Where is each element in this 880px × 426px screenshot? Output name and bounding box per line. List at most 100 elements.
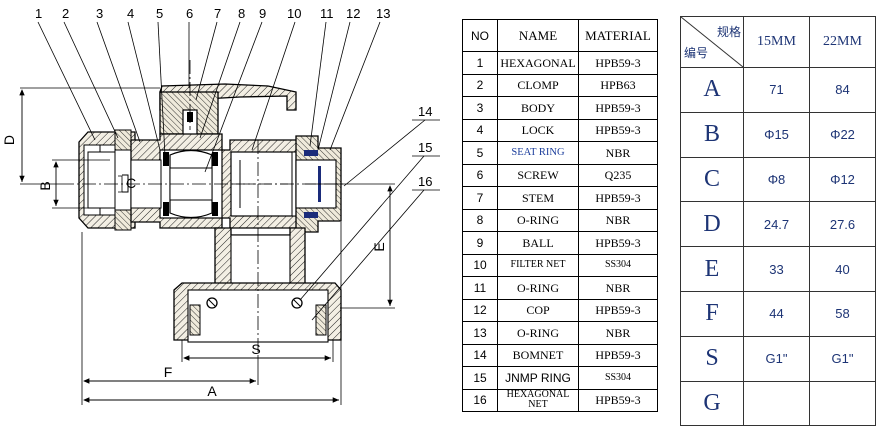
o-ring-cap [304,150,318,156]
dim-value-22mm: G1" [809,335,876,382]
dim-key: F [680,290,744,337]
part-name: COP [497,298,579,322]
part-material: Q235 [578,163,658,187]
part-name: HEXAGONAL [497,51,579,75]
dim-label-b: B [37,181,53,190]
part-material: NBR [578,141,658,165]
callout-10: 10 [287,6,301,21]
dim-key: G [680,380,744,426]
part-no: 15 [462,366,498,390]
part-no: 2 [462,73,498,97]
part-name: O-RING [497,208,579,232]
dim-value-22mm: 40 [809,246,876,292]
part-no: 14 [462,343,498,367]
dim-value-22mm: 58 [809,290,876,337]
part-name: O-RING [497,321,579,345]
header-no: NO [462,19,498,52]
callout-6: 6 [186,6,193,21]
part-material: HPB59-3 [578,343,658,367]
callout-8: 8 [238,6,245,21]
seat-ring-left [163,152,169,166]
dim-key: D [680,201,744,248]
dim-value-22mm: 27.6 [809,201,876,248]
part-material: NBR [578,276,658,300]
dim-value-15mm: 44 [743,290,810,337]
dim-key: E [680,246,744,292]
dim-label-e: E [371,242,387,251]
callout-15: 15 [418,140,432,155]
header-code-label: 编号 [684,46,709,60]
callout-16: 16 [418,174,432,189]
dim-value-22mm: Φ22 [809,111,876,158]
dim-value-22mm: 84 [809,67,876,113]
part-material: HPB59-3 [578,51,658,75]
part-no: 13 [462,321,498,345]
parts-table-header: NO NAME MATERIAL [462,19,658,52]
part-no: 6 [462,163,498,187]
part-material: HPB59-3 [578,388,658,412]
callout-11: 11 [320,6,334,21]
part-name: BALL [497,231,579,255]
callout-4: 4 [127,6,134,21]
part-name: BOMNET [497,343,579,367]
part-material: HPB59-3 [578,96,658,120]
dim-key: C [680,156,744,203]
dim-value-22mm: Φ12 [809,156,876,203]
part-material: HPB59-3 [578,298,658,322]
part-no: 16 [462,388,498,412]
dim-value-15mm: Φ8 [743,156,810,203]
header-diagonal-cell: 规格 编号 [680,16,744,68]
callout-1: 1 [35,6,42,21]
part-name: CLOMP [497,73,579,97]
part-material: NBR [578,321,658,345]
callout-5: 5 [156,6,163,21]
part-name: SCREW [497,163,579,187]
callout-7: 7 [214,6,221,21]
part-name: STEM [497,186,579,210]
dim-value-15mm: Φ15 [743,111,810,158]
dim-value-15mm [743,380,810,426]
part-no: 10 [462,253,498,277]
part-name: JNMP RING [497,366,579,390]
dim-value-15mm: 71 [743,67,810,113]
seat-ring-right [212,152,218,166]
dim-label-f: F [164,364,173,380]
part-no: 7 [462,186,498,210]
part-no: 4 [462,118,498,142]
header-material: MATERIAL [578,19,658,52]
dim-table-header: 规格 编号 15MM 22MM [680,16,876,68]
dim-value-15mm: 33 [743,246,810,292]
part-material: SS304 [578,366,658,390]
dim-label-s: S [251,341,260,357]
part-no: 9 [462,231,498,255]
part-no: 11 [462,276,498,300]
part-material: HPB63 [578,73,658,97]
header-size-15mm: 15MM [743,16,810,68]
header-spec-label: 规格 [716,25,741,39]
part-material: HPB59-3 [578,186,658,210]
diagonal-divider [681,17,743,67]
part-no: 3 [462,96,498,120]
callout-14: 14 [418,104,432,119]
